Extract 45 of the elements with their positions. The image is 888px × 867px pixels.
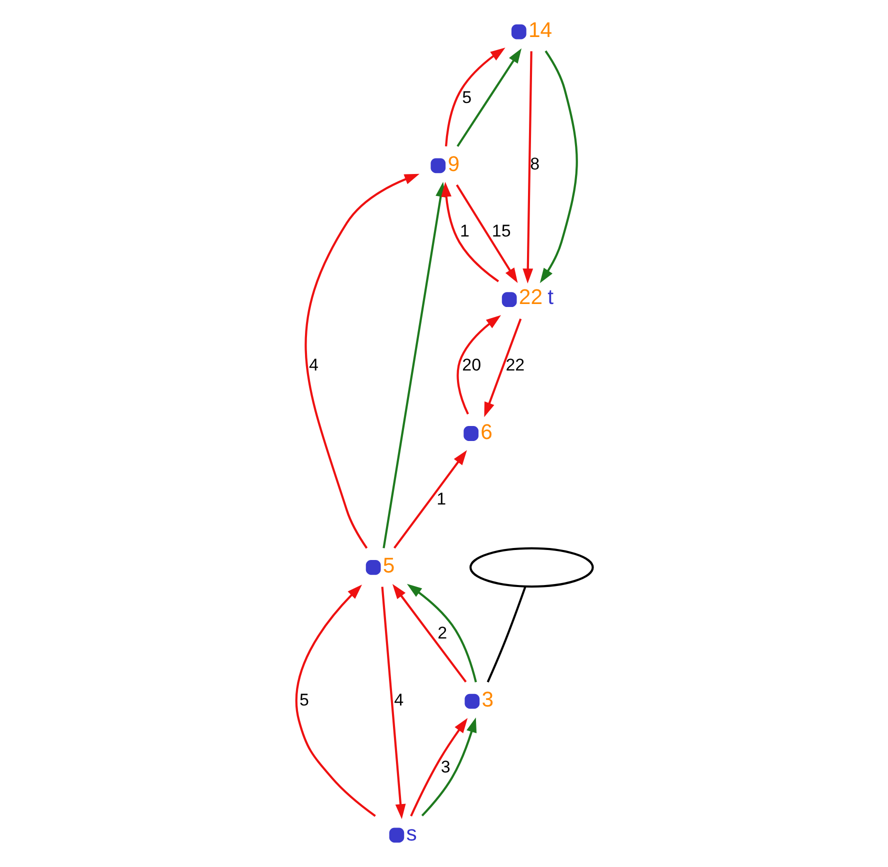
- edge-label: 4: [308, 356, 318, 375]
- arrow: [484, 318, 522, 418]
- edge-label: 3: [440, 757, 450, 776]
- arrow: [456, 48, 522, 147]
- arrow: [392, 450, 466, 549]
- edge-label: 8: [530, 154, 540, 174]
- node-label: 14: [528, 18, 552, 42]
- arrow: [522, 51, 533, 284]
- node-label: 6: [480, 420, 492, 444]
- arrow: [410, 718, 468, 816]
- node-cloud: [468, 547, 594, 588]
- node-label: t: [547, 284, 553, 309]
- arrow: [455, 184, 518, 283]
- node-circle: [430, 158, 446, 174]
- arrow: [456, 315, 501, 414]
- node-circle: [464, 694, 480, 709]
- arrow: [380, 586, 406, 820]
- node-circle: [388, 828, 404, 843]
- arrow: [420, 717, 476, 816]
- edge-label: 15: [491, 222, 510, 241]
- arrow: [444, 48, 505, 146]
- edge-label: 4: [394, 690, 404, 710]
- connector: [486, 586, 526, 683]
- node-circle: [510, 24, 526, 40]
- arrow: [294, 584, 376, 817]
- edge-label: 5: [298, 690, 308, 710]
- node-circle: [365, 560, 380, 575]
- edge-label: 22: [505, 356, 524, 375]
- node-label: 3: [481, 688, 494, 712]
- arrow: [406, 584, 476, 682]
- node-label: 5: [382, 554, 394, 578]
- node-circle: [463, 426, 478, 441]
- edge-label: 2: [437, 623, 447, 642]
- edge-label: 5: [462, 88, 472, 107]
- edge-label: 1: [459, 222, 469, 241]
- node-label: 9: [447, 152, 460, 176]
- arrow: [392, 584, 466, 683]
- node-label: s: [406, 822, 416, 846]
- node-circle: [501, 292, 516, 308]
- arrow: [304, 174, 419, 549]
- arrow: [440, 182, 499, 282]
- node-label: 22: [518, 284, 542, 309]
- edge-label: 1: [436, 489, 446, 508]
- arrow: [539, 50, 578, 284]
- edge-label: 20: [462, 356, 481, 375]
